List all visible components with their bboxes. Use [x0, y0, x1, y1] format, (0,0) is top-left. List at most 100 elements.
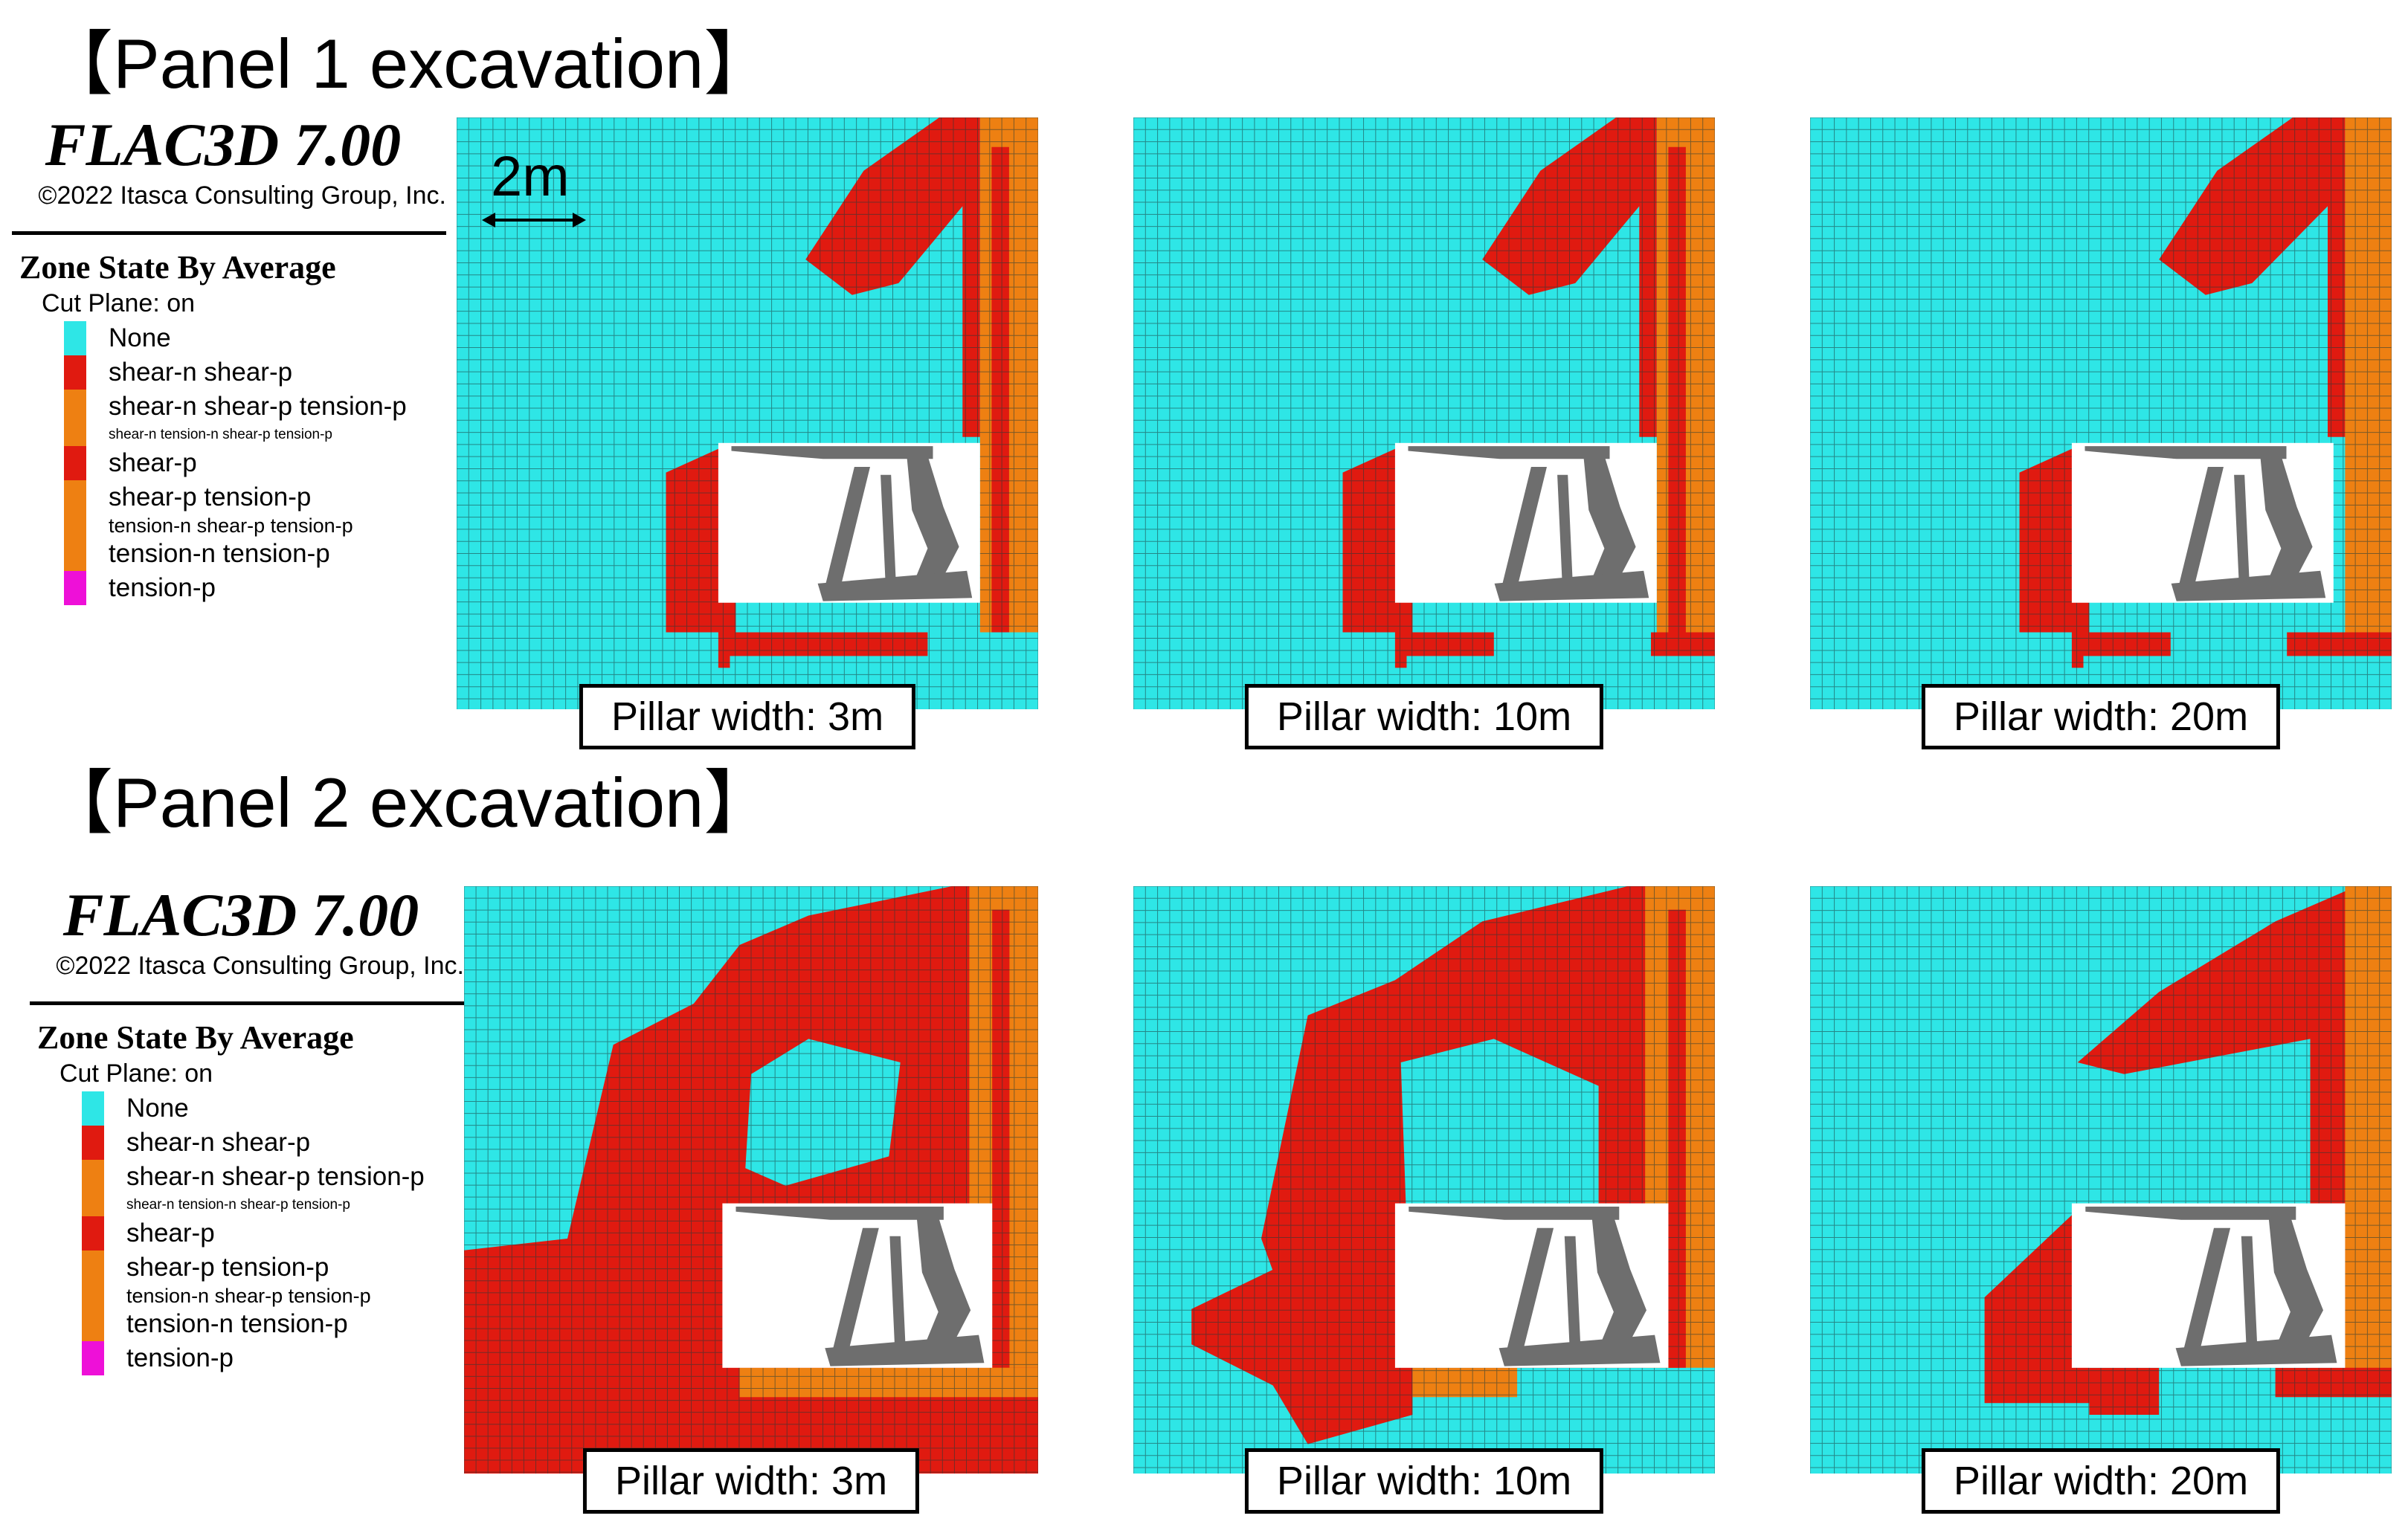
legend-swatch: [64, 446, 86, 480]
legend-item-label: shear-p: [109, 448, 197, 477]
legend-item-label: tension-n tension-p: [126, 1309, 348, 1338]
yield-zone: [2287, 632, 2392, 656]
legend-item-label: shear-n shear-p: [109, 358, 293, 387]
legend-swatch: [82, 1216, 104, 1250]
legend-item: shear-n tension-n shear-p tension-p: [64, 424, 446, 446]
legend-swatch: [64, 390, 86, 424]
legend-item-label: shear-p tension-p: [126, 1253, 329, 1282]
legend-title: Zone State By Average: [37, 1019, 354, 1056]
panel2-pillar-10m: Pillar width: 10m: [1133, 886, 1715, 1514]
legend-item: shear-n shear-p tension-p: [82, 1160, 464, 1194]
legend-item: tension-n shear-p tension-p: [64, 514, 446, 537]
panel1-section-title: 【Panel 1 excavation】: [43, 25, 774, 103]
yield-zone: [1668, 146, 1686, 633]
legend-item: shear-p: [64, 446, 446, 480]
legend-item-label: None: [109, 323, 171, 352]
shearer-machine-icon: [1408, 446, 1649, 601]
legend-title: Zone State By Average: [19, 249, 336, 285]
legend-item: shear-n shear-p: [64, 355, 446, 390]
shearer-machine-icon: [2085, 1207, 2337, 1366]
legend-item: tension-n tension-p: [82, 1307, 464, 1341]
program-name: FLAC3D 7.00: [62, 881, 419, 949]
panel1-pillar-10m: Pillar width: 10m: [1133, 117, 1715, 749]
legend-swatch: [64, 424, 86, 446]
legend-item: tension-n shear-p tension-p: [82, 1285, 464, 1307]
copyright-text: ©2022 Itasca Consulting Group, Inc.: [56, 952, 464, 980]
yield-zone: [1984, 1215, 2090, 1404]
zone-state-plot: [1810, 117, 2392, 709]
legend-item-label: shear-n tension-n shear-p tension-p: [126, 1197, 351, 1213]
yield-zone: [739, 1367, 1038, 1398]
legend-item: shear-p tension-p: [64, 480, 446, 514]
yield-zone: [2159, 117, 2346, 437]
panel1-pillar-20m: Pillar width: 20m: [1810, 117, 2392, 749]
scale-bar-label: 2m: [491, 145, 570, 208]
yield-zone: [1191, 1239, 1413, 1445]
legend-item-label: tension-n shear-p tension-p: [109, 514, 353, 537]
legend-item-label: shear-n tension-n shear-p tension-p: [109, 427, 333, 442]
zone-state-plot: [1133, 117, 1715, 709]
pillar-width-caption: Pillar width: 20m: [1921, 684, 2281, 749]
legend-item-label: tension-p: [109, 573, 216, 602]
program-name: FLAC3D 7.00: [45, 111, 402, 178]
legend-swatch: [82, 1250, 104, 1285]
legend-item-label: tension-p: [126, 1343, 234, 1372]
legend-swatch: [82, 1091, 104, 1126]
yield-zone: [2077, 886, 2357, 1368]
legend-swatch: [82, 1285, 104, 1307]
pillar-width-caption: Pillar width: 3m: [579, 684, 916, 749]
legend-swatch: [82, 1126, 104, 1160]
pillar-width-caption: Pillar width: 3m: [582, 1448, 920, 1514]
legend-item: shear-n tension-n shear-p tension-p: [82, 1194, 464, 1216]
legend-swatch: [82, 1194, 104, 1216]
legend-item: shear-p: [82, 1216, 464, 1250]
legend-item: shear-p tension-p: [82, 1250, 464, 1285]
legend-swatch: [64, 537, 86, 571]
legend-item: shear-n shear-p: [82, 1126, 464, 1160]
legend-item: None: [64, 321, 446, 355]
legend-item: tension-p: [64, 571, 446, 605]
shearer-machine-icon: [731, 446, 973, 601]
legend-item-label: None: [126, 1094, 189, 1123]
legend-divider: [30, 1001, 464, 1005]
zone-state-plot: [464, 886, 1038, 1474]
panel2-pillar-20m: Pillar width: 20m: [1810, 886, 2392, 1514]
legend-swatch: [64, 321, 86, 355]
legend-item-label: tension-n tension-p: [109, 539, 330, 568]
double-arrow-icon: [482, 213, 586, 227]
legend-item-label: shear-p tension-p: [109, 483, 312, 511]
panel2-pillar-3m: Pillar width: 3m: [464, 886, 1038, 1514]
legend-panel1: FLAC3D 7.00 ©2022 Itasca Consulting Grou…: [0, 110, 446, 605]
panel2-section-title: 【Panel 2 excavation】: [43, 764, 774, 842]
yield-zone: [992, 909, 1010, 1368]
legend-swatch: [82, 1341, 104, 1375]
yield-zone: [2089, 1367, 2160, 1415]
shearer-machine-icon: [1409, 1207, 1661, 1366]
legend-divider: [12, 231, 446, 235]
pillar-width-caption: Pillar width: 10m: [1244, 1448, 1604, 1514]
cut-plane-text: Cut Plane: on: [59, 1059, 213, 1088]
shearer-machine-icon: [735, 1207, 985, 1366]
pillar-width-caption: Pillar width: 20m: [1921, 1448, 2281, 1514]
legend-item-label: shear-n shear-p tension-p: [109, 392, 407, 421]
shearer-machine-icon: [2085, 446, 2326, 601]
yield-zone: [1668, 909, 1686, 1368]
legend-panel2: FLAC3D 7.00 ©2022 Itasca Consulting Grou…: [18, 880, 464, 1375]
zone-state-plot: [1810, 886, 2392, 1474]
legend-item-label: tension-n shear-p tension-p: [126, 1284, 371, 1307]
legend-item-label: shear-p: [126, 1219, 215, 1248]
legend-items: None shear-n shear-p shear-n shear-p tensi…: [64, 321, 446, 605]
legend-swatch: [82, 1307, 104, 1341]
panel1-pillar-3m: Pillar width: 3m: [457, 117, 1038, 749]
legend-item: None: [82, 1091, 464, 1126]
yield-zone: [991, 146, 1009, 633]
zone-state-plot: [457, 117, 1038, 709]
legend-item: tension-n tension-p: [64, 537, 446, 571]
legend-swatch: [64, 480, 86, 514]
yield-zone: [1651, 632, 1715, 656]
yield-zone: [2345, 117, 2392, 633]
pillar-width-caption: Pillar width: 10m: [1244, 684, 1604, 749]
cut-plane-text: Cut Plane: on: [42, 289, 196, 317]
legend-swatch: [82, 1160, 104, 1194]
